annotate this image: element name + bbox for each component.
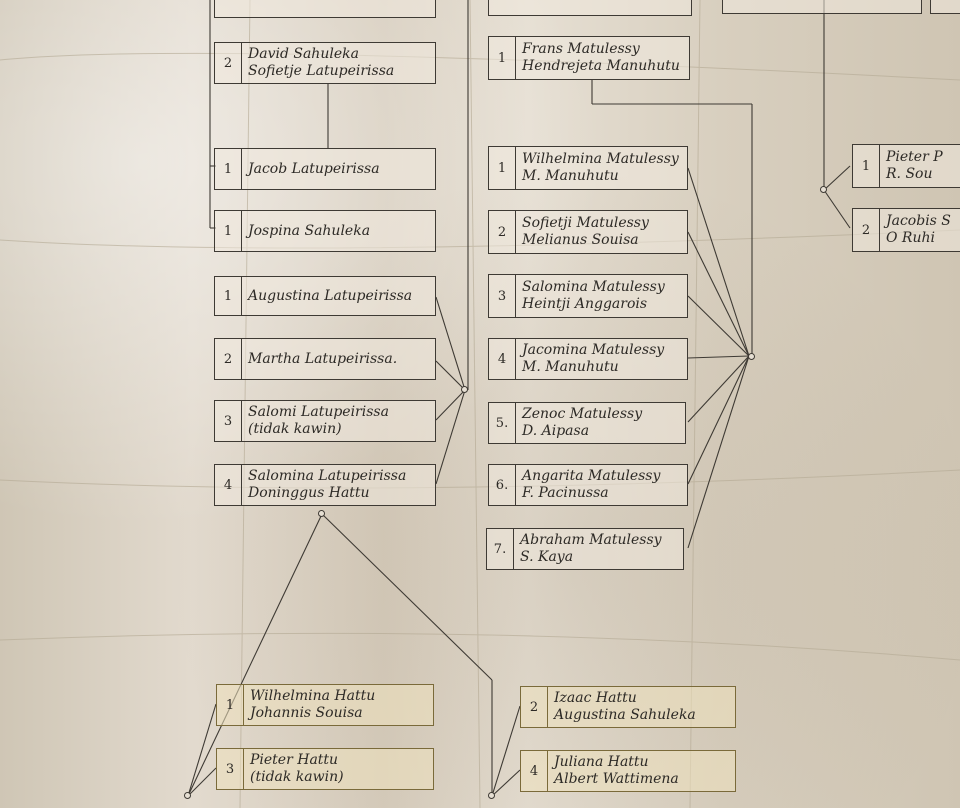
person-name: Martha Latupeirissa.	[248, 350, 398, 367]
box-number: 4	[215, 465, 242, 505]
box-number: 2	[853, 209, 880, 251]
box-number: 1	[853, 145, 880, 187]
family-box-martha: 2 Martha Latupeirissa.	[214, 338, 436, 380]
spouse-name: S. Kaya	[520, 549, 574, 565]
spouse-name: R. Sou	[886, 166, 933, 182]
person-name: Wilhelmina Matulessy	[522, 151, 679, 167]
person-name: Jospina Sahuleka	[248, 222, 371, 239]
junction-dot	[820, 186, 827, 193]
junction-dot	[184, 792, 191, 799]
spouse-name: Augustina Sahuleka	[554, 707, 696, 723]
cropped-box	[214, 0, 436, 18]
spouse-name: M. Manuhutu	[522, 359, 619, 375]
person-name: Jacomina Matulessy	[522, 342, 665, 358]
cropped-box	[930, 0, 960, 14]
spouse-name: Doninggus Hattu	[248, 485, 370, 501]
family-box-augustina: 1 Augustina Latupeirissa	[214, 276, 436, 316]
box-number: 1	[215, 149, 242, 189]
family-box-jacob: 1 Jacob Latupeirissa	[214, 148, 436, 190]
box-number: 1	[215, 211, 242, 251]
box-number: 4	[489, 339, 516, 379]
box-number: 3	[217, 749, 244, 789]
spouse-name: Hendrejeta Manuhutu	[522, 58, 680, 74]
family-box-salomi: 3 Salomi Latupeirissa(tidak kawin)	[214, 400, 436, 442]
box-number: 2	[215, 339, 242, 379]
spouse-name: Melianus Souisa	[522, 232, 639, 248]
person-name: Zenoc Matulessy	[522, 406, 643, 422]
person-name: Sofietji Matulessy	[522, 215, 649, 231]
status-note: (tidak kawin)	[248, 421, 342, 437]
person-name: Jacobis S	[886, 213, 951, 229]
spouse-name: Albert Wattimena	[554, 771, 679, 787]
cropped-box	[722, 0, 922, 14]
status-note: (tidak kawin)	[250, 769, 344, 785]
person-name: Pieter P	[886, 149, 943, 165]
box-number: 1	[489, 147, 516, 189]
family-box-pieter-h: 3 Pieter Hattu(tidak kawin)	[216, 748, 434, 790]
person-name: Frans Matulessy	[522, 41, 640, 57]
box-number: 7.	[487, 529, 514, 569]
family-box-jospina: 1 Jospina Sahuleka	[214, 210, 436, 252]
person-name: Salomina Matulessy	[522, 279, 665, 295]
spouse-name: Sofietje Latupeirissa	[248, 63, 395, 79]
person-name: Pieter Hattu	[250, 752, 339, 768]
box-number: 3	[489, 275, 516, 317]
person-name: Augustina Latupeirissa	[248, 287, 413, 304]
box-number: 6.	[489, 465, 516, 505]
person-name: Abraham Matulessy	[520, 532, 662, 548]
person-name: David Sahuleka	[248, 46, 359, 62]
box-number: 3	[215, 401, 242, 441]
box-number: 5.	[489, 403, 516, 443]
person-name: Juliana Hattu	[554, 754, 649, 770]
box-number: 2	[521, 687, 548, 727]
person-name: Jacob Latupeirissa	[248, 160, 380, 177]
junction-dot	[318, 510, 325, 517]
box-number: 1	[489, 37, 516, 79]
person-name: Salomina Latupeirissa	[248, 468, 407, 484]
box-number: 1	[215, 277, 242, 315]
spouse-name: Heintji Anggarois	[522, 296, 648, 312]
spouse-name: Johannis Souisa	[250, 705, 363, 721]
cropped-box	[488, 0, 692, 16]
box-number: 4	[521, 751, 548, 791]
spouse-name: D. Aipasa	[522, 423, 590, 439]
spouse-name: M. Manuhutu	[522, 168, 619, 184]
spouse-name: F. Pacinussa	[522, 485, 609, 501]
person-name: Izaac Hattu	[554, 690, 637, 706]
person-name: Angarita Matulessy	[522, 468, 661, 484]
junction-dot	[748, 353, 755, 360]
junction-dot	[461, 386, 468, 393]
box-number: 2	[215, 43, 242, 83]
person-name: Salomi Latupeirissa	[248, 404, 389, 420]
box-number: 2	[489, 211, 516, 253]
person-name: Wilhelmina Hattu	[250, 688, 376, 704]
box-number: 1	[217, 685, 244, 725]
junction-dot	[488, 792, 495, 799]
spouse-name: O Ruhi	[886, 230, 935, 246]
